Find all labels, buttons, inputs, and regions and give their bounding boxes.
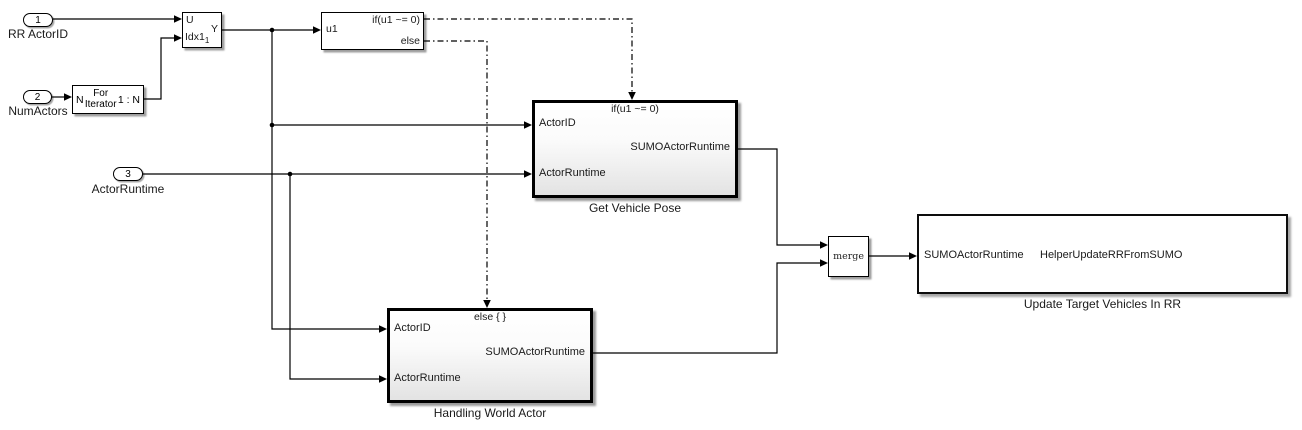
merge-block[interactable]: merge xyxy=(828,236,869,277)
inport-2[interactable]: 2 xyxy=(23,90,52,104)
wire-arrowheads xyxy=(64,15,917,383)
wire-junction-dots xyxy=(269,27,293,177)
hwa-name-label: Handling World Actor xyxy=(433,406,547,420)
for-iterator-block[interactable]: N For Iterator 1 : N xyxy=(72,85,144,114)
wire-branch-to-hwa-actorruntime[interactable] xyxy=(289,174,380,380)
gvp-condition-label: if(u1 ~= 0) xyxy=(611,103,659,115)
wire-else-condition-to-hwa[interactable] xyxy=(424,40,488,300)
selector-idx-port: Idx11 xyxy=(185,31,210,46)
inport-3[interactable]: 3 xyxy=(113,167,143,181)
inport-1-number: 1 xyxy=(35,14,41,26)
gvp-actorruntime-port: ActorRuntime xyxy=(539,167,606,179)
gvp-actorid-port: ActorID xyxy=(539,117,576,129)
else-out-port: else xyxy=(400,35,420,47)
inport-1[interactable]: 1 xyxy=(23,13,53,27)
hwa-actorruntime-port: ActorRuntime xyxy=(394,372,461,384)
wire-foriterator-to-selector[interactable] xyxy=(144,37,174,100)
for-iterator-title: For Iterator xyxy=(84,88,117,110)
inport-3-number: 3 xyxy=(125,168,131,180)
wire-hwa-to-merge[interactable] xyxy=(593,262,821,354)
inport-2-label: NumActors xyxy=(8,104,68,118)
for-iterator-n-port: N xyxy=(76,93,84,106)
hwa-condition-label: else { } xyxy=(473,311,507,323)
merge-label: merge xyxy=(833,251,864,262)
update-name-label: Update Target Vehicles In RR xyxy=(1023,297,1182,311)
handling-world-actor-block[interactable]: else { } ActorID SUMOActorRuntime ActorR… xyxy=(387,308,593,403)
inport-2-number: 2 xyxy=(34,91,41,103)
selector-block[interactable]: U Idx11 Y xyxy=(182,12,222,48)
wire-branch-to-hwa-actorid[interactable] xyxy=(271,125,380,330)
selector-y-port: Y xyxy=(210,23,218,35)
for-iterator-out-port: 1 : N xyxy=(117,93,140,106)
get-vehicle-pose-block[interactable]: if(u1 ~= 0) ActorID SUMOActorRuntime Act… xyxy=(532,100,738,198)
if-u1-port: u1 xyxy=(326,23,338,35)
inport-3-label: ActorRuntime xyxy=(91,182,165,196)
wire-if-condition-to-gvp[interactable] xyxy=(424,18,633,92)
selector-u-port: U xyxy=(186,14,194,26)
gvp-out-port: SUMOActorRuntime xyxy=(630,141,730,153)
hwa-out-port: SUMOActorRuntime xyxy=(485,346,585,358)
update-target-vehicles-block[interactable]: SUMOActorRuntime HelperUpdateRRFromSUMO xyxy=(917,214,1288,294)
wire-gvp-to-merge[interactable] xyxy=(738,148,821,246)
if-block[interactable]: u1 if(u1 ~= 0) else xyxy=(321,12,424,50)
update-in-port: SUMOActorRuntime xyxy=(924,249,1024,261)
update-function-label: HelperUpdateRRFromSUMO xyxy=(1040,249,1183,261)
inport-1-label: RR ActorID xyxy=(7,27,68,41)
if-out-port: if(u1 ~= 0) xyxy=(372,14,420,26)
gvp-name-label: Get Vehicle Pose xyxy=(588,201,682,215)
hwa-actorid-port: ActorID xyxy=(394,322,431,334)
